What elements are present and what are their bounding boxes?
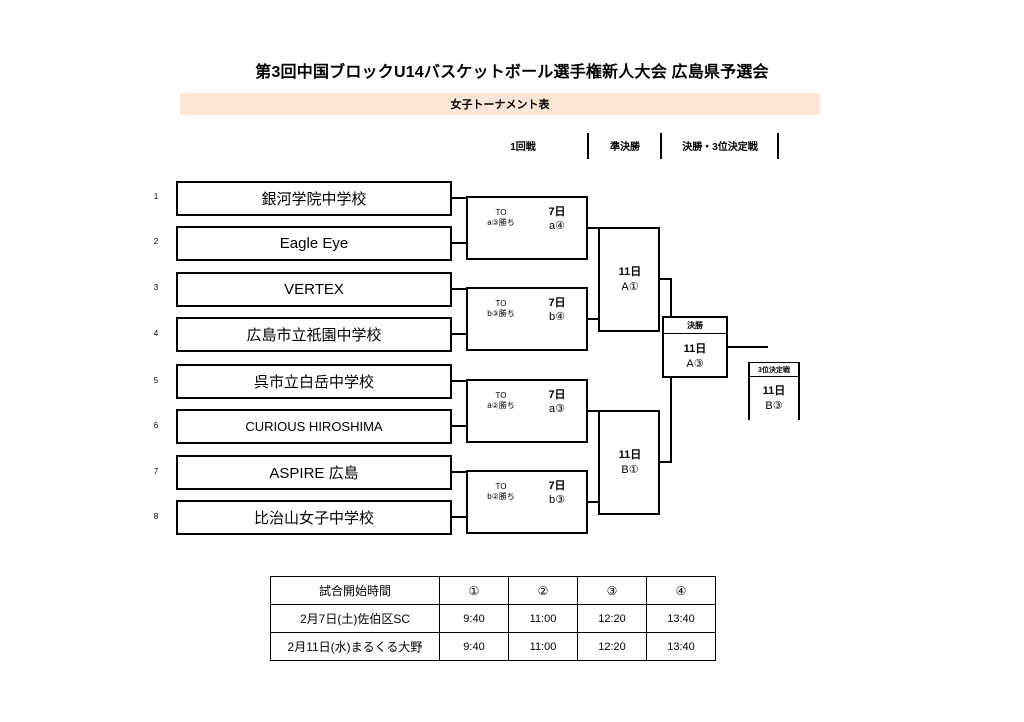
schedule-row-1-time-3: 12:20 [577, 604, 647, 633]
connector-team-1 [452, 197, 468, 199]
schedule-header-slot-3: ③ [577, 576, 647, 605]
seed-number-1: 1 [153, 192, 159, 201]
connector-team-4 [452, 333, 468, 335]
third-place-match-header: 3位決定戦 [750, 363, 798, 377]
semifinal-match-1[interactable]: 11日 A① [598, 227, 660, 332]
round-header-2: 準決勝 [610, 142, 640, 153]
third-place-match-slot: 11日 B③ [762, 385, 786, 412]
round-divider-2 [660, 133, 662, 159]
round1-match-2-to: TO b③勝ち [487, 299, 515, 318]
schedule-header-slot-1: ① [439, 576, 509, 605]
seed-number-7: 7 [153, 467, 159, 476]
semifinal-match-2-slot: 11日 B① [618, 449, 642, 476]
connector-team-7 [452, 471, 468, 473]
team-name-3: VERTEX [284, 281, 344, 298]
schedule-row-2-label: 2月11日(水)まるくる大野 [270, 632, 440, 661]
round1-match-1-to: TO a③勝ち [487, 208, 515, 227]
schedule-row-2-time-4: 13:40 [646, 632, 716, 661]
connector-round1-2 [586, 318, 600, 320]
subtitle-text: 女子トーナメント表 [450, 99, 550, 111]
round1-match-3-to: TO a②勝ち [487, 391, 515, 410]
connector-semifinal-2 [658, 461, 672, 463]
team-box-6[interactable]: CURIOUS HIROSHIMA [176, 409, 452, 444]
team-box-5[interactable]: 呉市立白岳中学校 [176, 364, 452, 399]
schedule-row-2-time-3: 12:20 [577, 632, 647, 661]
schedule-row-1-time-4: 13:40 [646, 604, 716, 633]
third-place-match[interactable]: 3位決定戦 11日 B③ [748, 362, 800, 420]
connector-round1-4 [586, 501, 600, 503]
round1-match-4[interactable]: TO b②勝ち 7日 b③ [466, 470, 588, 534]
team-name-6: CURIOUS HIROSHIMA [245, 419, 383, 434]
seed-number-2: 2 [153, 237, 159, 246]
seed-number-4: 4 [153, 329, 159, 338]
schedule-row-1-time-2: 11:00 [508, 604, 578, 633]
schedule-row: 2月7日(土)佐伯区SC 9:40 11:00 12:20 13:40 [270, 604, 716, 633]
round1-match-3-slot: 7日 a③ [548, 389, 566, 415]
connector-team-6 [452, 425, 468, 427]
round-header-3: 決勝・3位決定戦 [682, 142, 758, 153]
connector-team-2 [452, 242, 468, 244]
team-name-5: 呉市立白岳中学校 [253, 374, 374, 391]
seed-number-5: 5 [153, 376, 159, 385]
schedule-header-slot-2: ② [508, 576, 578, 605]
schedule-table: 試合開始時間 ① ② ③ ④ 2月7日(土)佐伯区SC 9:40 11:00 1… [270, 576, 716, 661]
schedule-row-2-time-1: 9:40 [439, 632, 509, 661]
round1-match-4-to: TO b②勝ち [487, 482, 515, 501]
team-box-8[interactable]: 比治山女子中学校 [176, 500, 452, 535]
schedule-row-1-label: 2月7日(土)佐伯区SC [270, 604, 440, 633]
final-match-header: 決勝 [664, 318, 726, 334]
round-divider-1 [587, 133, 589, 159]
team-box-2[interactable]: Eagle Eye [176, 226, 452, 261]
team-box-4[interactable]: 広島市立祇園中学校 [176, 317, 452, 352]
page-title: 第3回中国ブロックU14バスケットボール選手権新人大会 広島県予選会 [255, 64, 769, 81]
schedule-header-slot-4: ④ [646, 576, 716, 605]
seed-number-8: 8 [153, 512, 159, 521]
schedule-row: 2月11日(水)まるくる大野 9:40 11:00 12:20 13:40 [270, 632, 716, 661]
round1-match-3[interactable]: TO a②勝ち 7日 a③ [466, 379, 588, 443]
round-header-1: 1回戦 [510, 142, 536, 153]
round1-match-2[interactable]: TO b③勝ち 7日 b④ [466, 287, 588, 351]
round1-match-1[interactable]: TO a③勝ち 7日 a④ [466, 196, 588, 260]
connector-semifinal-1 [658, 278, 672, 280]
round1-match-4-slot: 7日 b③ [548, 480, 566, 506]
team-box-3[interactable]: VERTEX [176, 272, 452, 307]
connector-team-8 [452, 516, 468, 518]
team-name-4: 広島市立祇園中学校 [246, 327, 382, 344]
semifinal-match-1-slot: 11日 A① [618, 266, 642, 293]
connector-team-3 [452, 288, 468, 290]
schedule-row-2-time-2: 11:00 [508, 632, 578, 661]
connector-round1-3 [586, 410, 600, 412]
round1-match-1-slot: 7日 a④ [548, 206, 566, 232]
connector-team-5 [452, 380, 468, 382]
subtitle-band: 女子トーナメント表 [180, 93, 820, 115]
final-match-slot: 11日 A③ [683, 343, 707, 370]
team-box-7[interactable]: ASPIRE 広島 [176, 455, 452, 490]
schedule-row-1-time-1: 9:40 [439, 604, 509, 633]
team-name-7: ASPIRE 広島 [269, 465, 359, 482]
schedule-header-label: 試合開始時間 [270, 576, 440, 605]
seed-number-3: 3 [153, 283, 159, 292]
team-name-8: 比治山女子中学校 [253, 510, 374, 527]
schedule-header-row: 試合開始時間 ① ② ③ ④ [270, 576, 716, 605]
semifinal-match-2[interactable]: 11日 B① [598, 410, 660, 515]
final-match[interactable]: 決勝 11日 A③ [662, 316, 728, 378]
round1-match-2-slot: 7日 b④ [548, 297, 566, 323]
connector-final-out [728, 346, 768, 348]
seed-number-6: 6 [153, 421, 159, 430]
round-divider-3 [777, 133, 779, 159]
team-box-1[interactable]: 銀河学院中学校 [176, 181, 452, 216]
team-name-1: 銀河学院中学校 [261, 191, 367, 208]
team-name-2: Eagle Eye [279, 235, 349, 252]
connector-round1-1 [586, 227, 600, 229]
